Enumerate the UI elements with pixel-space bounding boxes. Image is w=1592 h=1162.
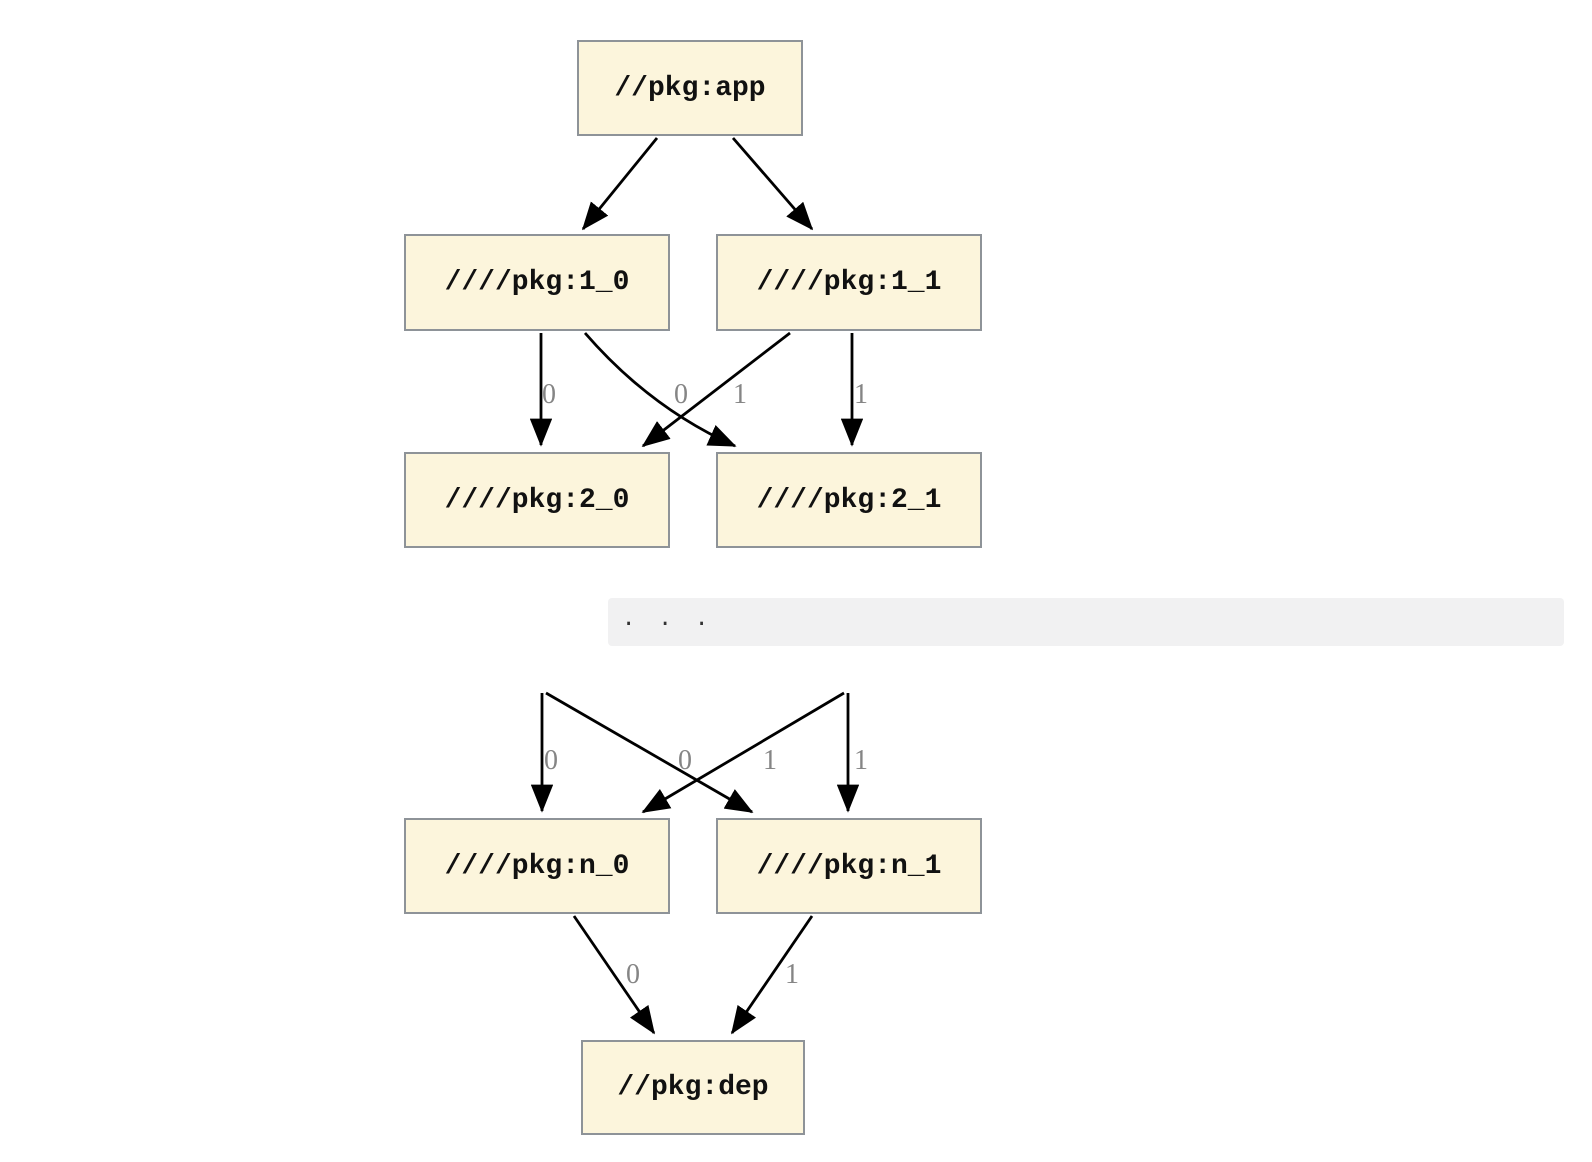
code-ellipsis-text: . . . bbox=[622, 606, 714, 631]
edge-label-1_0-2_1: 1 bbox=[733, 379, 747, 410]
node-pkg-dep-label: //pkg:dep bbox=[617, 1072, 769, 1103]
edge-label-n_0-dep: 0 bbox=[626, 959, 640, 990]
node-pkg-n_0: ////pkg:n_0 bbox=[404, 818, 670, 914]
edge-label-elided-n_0-left: 0 bbox=[544, 745, 558, 776]
node-pkg-2_0: ////pkg:2_0 bbox=[404, 452, 670, 548]
node-pkg-2_1-label: ////pkg:2_1 bbox=[756, 484, 942, 516]
edge-label-elided-n_1-mid: 1 bbox=[763, 745, 777, 776]
node-pkg-n_0-label: ////pkg:n_0 bbox=[444, 850, 630, 882]
node-pkg-n_1: ////pkg:n_1 bbox=[716, 818, 982, 914]
node-pkg-1_1-label: ////pkg:1_1 bbox=[756, 267, 942, 298]
node-pkg-1_0: ////pkg:1_0 bbox=[404, 234, 670, 331]
edge-n_1-to-dep bbox=[730, 915, 814, 1035]
edge-label-1_1-2_1: 1 bbox=[854, 379, 868, 410]
edge-label-elided-n_0-mid: 0 bbox=[678, 745, 692, 776]
code-ellipsis-block: . . . bbox=[608, 598, 1564, 646]
edge-label-elided-n_1-right: 1 bbox=[854, 745, 868, 776]
edge-app-to-1_1 bbox=[731, 137, 814, 231]
edge-n_0-to-dep bbox=[572, 915, 656, 1035]
edge-label-1_1-2_0: 0 bbox=[674, 379, 688, 410]
edge-app-to-1_0 bbox=[581, 137, 659, 231]
edge-elided-to-n_0-diagonal bbox=[641, 691, 845, 814]
node-pkg-dep: //pkg:dep bbox=[581, 1040, 805, 1135]
node-pkg-1_0-label: ////pkg:1_0 bbox=[444, 267, 630, 298]
edge-1_1-to-2_0 bbox=[641, 331, 791, 448]
node-pkg-app-label: //pkg:app bbox=[614, 72, 766, 104]
edge-label-n_1-dep: 1 bbox=[785, 959, 799, 990]
node-pkg-2_1: ////pkg:2_1 bbox=[716, 452, 982, 548]
node-pkg-2_0-label: ////pkg:2_0 bbox=[444, 484, 630, 516]
edge-label-1_0-2_0: 0 bbox=[542, 379, 556, 410]
node-pkg-1_1: ////pkg:1_1 bbox=[716, 234, 982, 331]
edge-1_0-to-2_1 bbox=[583, 332, 737, 448]
node-pkg-app: //pkg:app bbox=[577, 40, 803, 136]
node-pkg-n_1-label: ////pkg:n_1 bbox=[756, 850, 942, 882]
edge-elided-to-n_1-diagonal bbox=[545, 691, 754, 814]
